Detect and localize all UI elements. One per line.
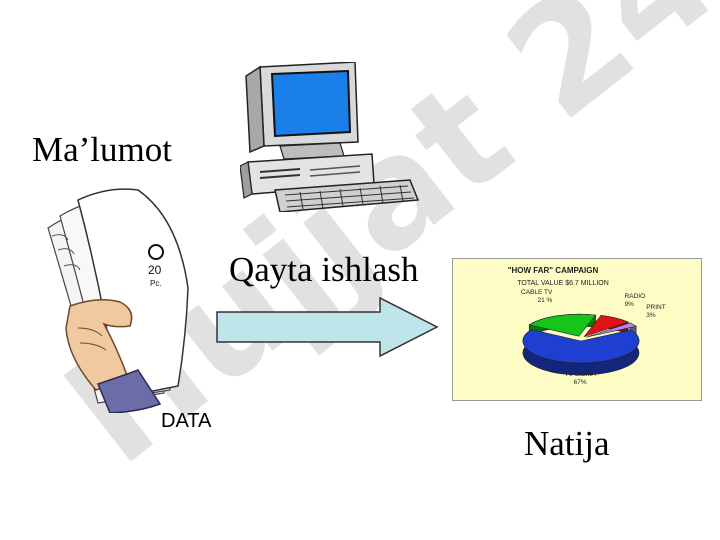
pie-chart-svg: "HOW FAR" CAMPAIGN TOTAL VALUE $6.7 MILL… [508, 266, 666, 386]
pie-slice-name: RADIO [625, 293, 646, 300]
pie-chart: "HOW FAR" CAMPAIGN TOTAL VALUE $6.7 MILL… [452, 258, 702, 401]
right-arrow-icon [216, 296, 439, 358]
computer-icon [240, 62, 420, 212]
pie-slice-value: 67% [574, 379, 587, 386]
pie-slice [585, 322, 637, 338]
pie-slice [522, 329, 640, 364]
svg-text:Pc.: Pc. [150, 279, 162, 288]
pie-slices [522, 313, 640, 376]
label-natija: Natija [524, 424, 610, 463]
chart-subtitle: TOTAL VALUE $6.7 MILLION [517, 280, 609, 287]
label-malumot: Ma’lumot [32, 130, 172, 169]
pie-slice [583, 315, 630, 338]
label-data: DATA [161, 410, 212, 432]
pie-slice-value: 3% [646, 312, 656, 319]
pie-slice-name: PRINT [646, 304, 666, 311]
pie-slice-value: 9% [625, 301, 635, 308]
pie-slice-name: CABLE TV [521, 289, 553, 296]
pie-slice-value: 21 % [538, 297, 553, 304]
label-qayta-ishlash: Qayta ishlash [229, 250, 419, 289]
pie-slice-name: TV SIGMA [565, 371, 597, 378]
hand-holding-papers-icon: 20 Pc. [47, 188, 189, 413]
chart-title: "HOW FAR" CAMPAIGN [508, 266, 599, 275]
svg-text:20: 20 [148, 263, 162, 277]
pie-slice [528, 313, 597, 337]
